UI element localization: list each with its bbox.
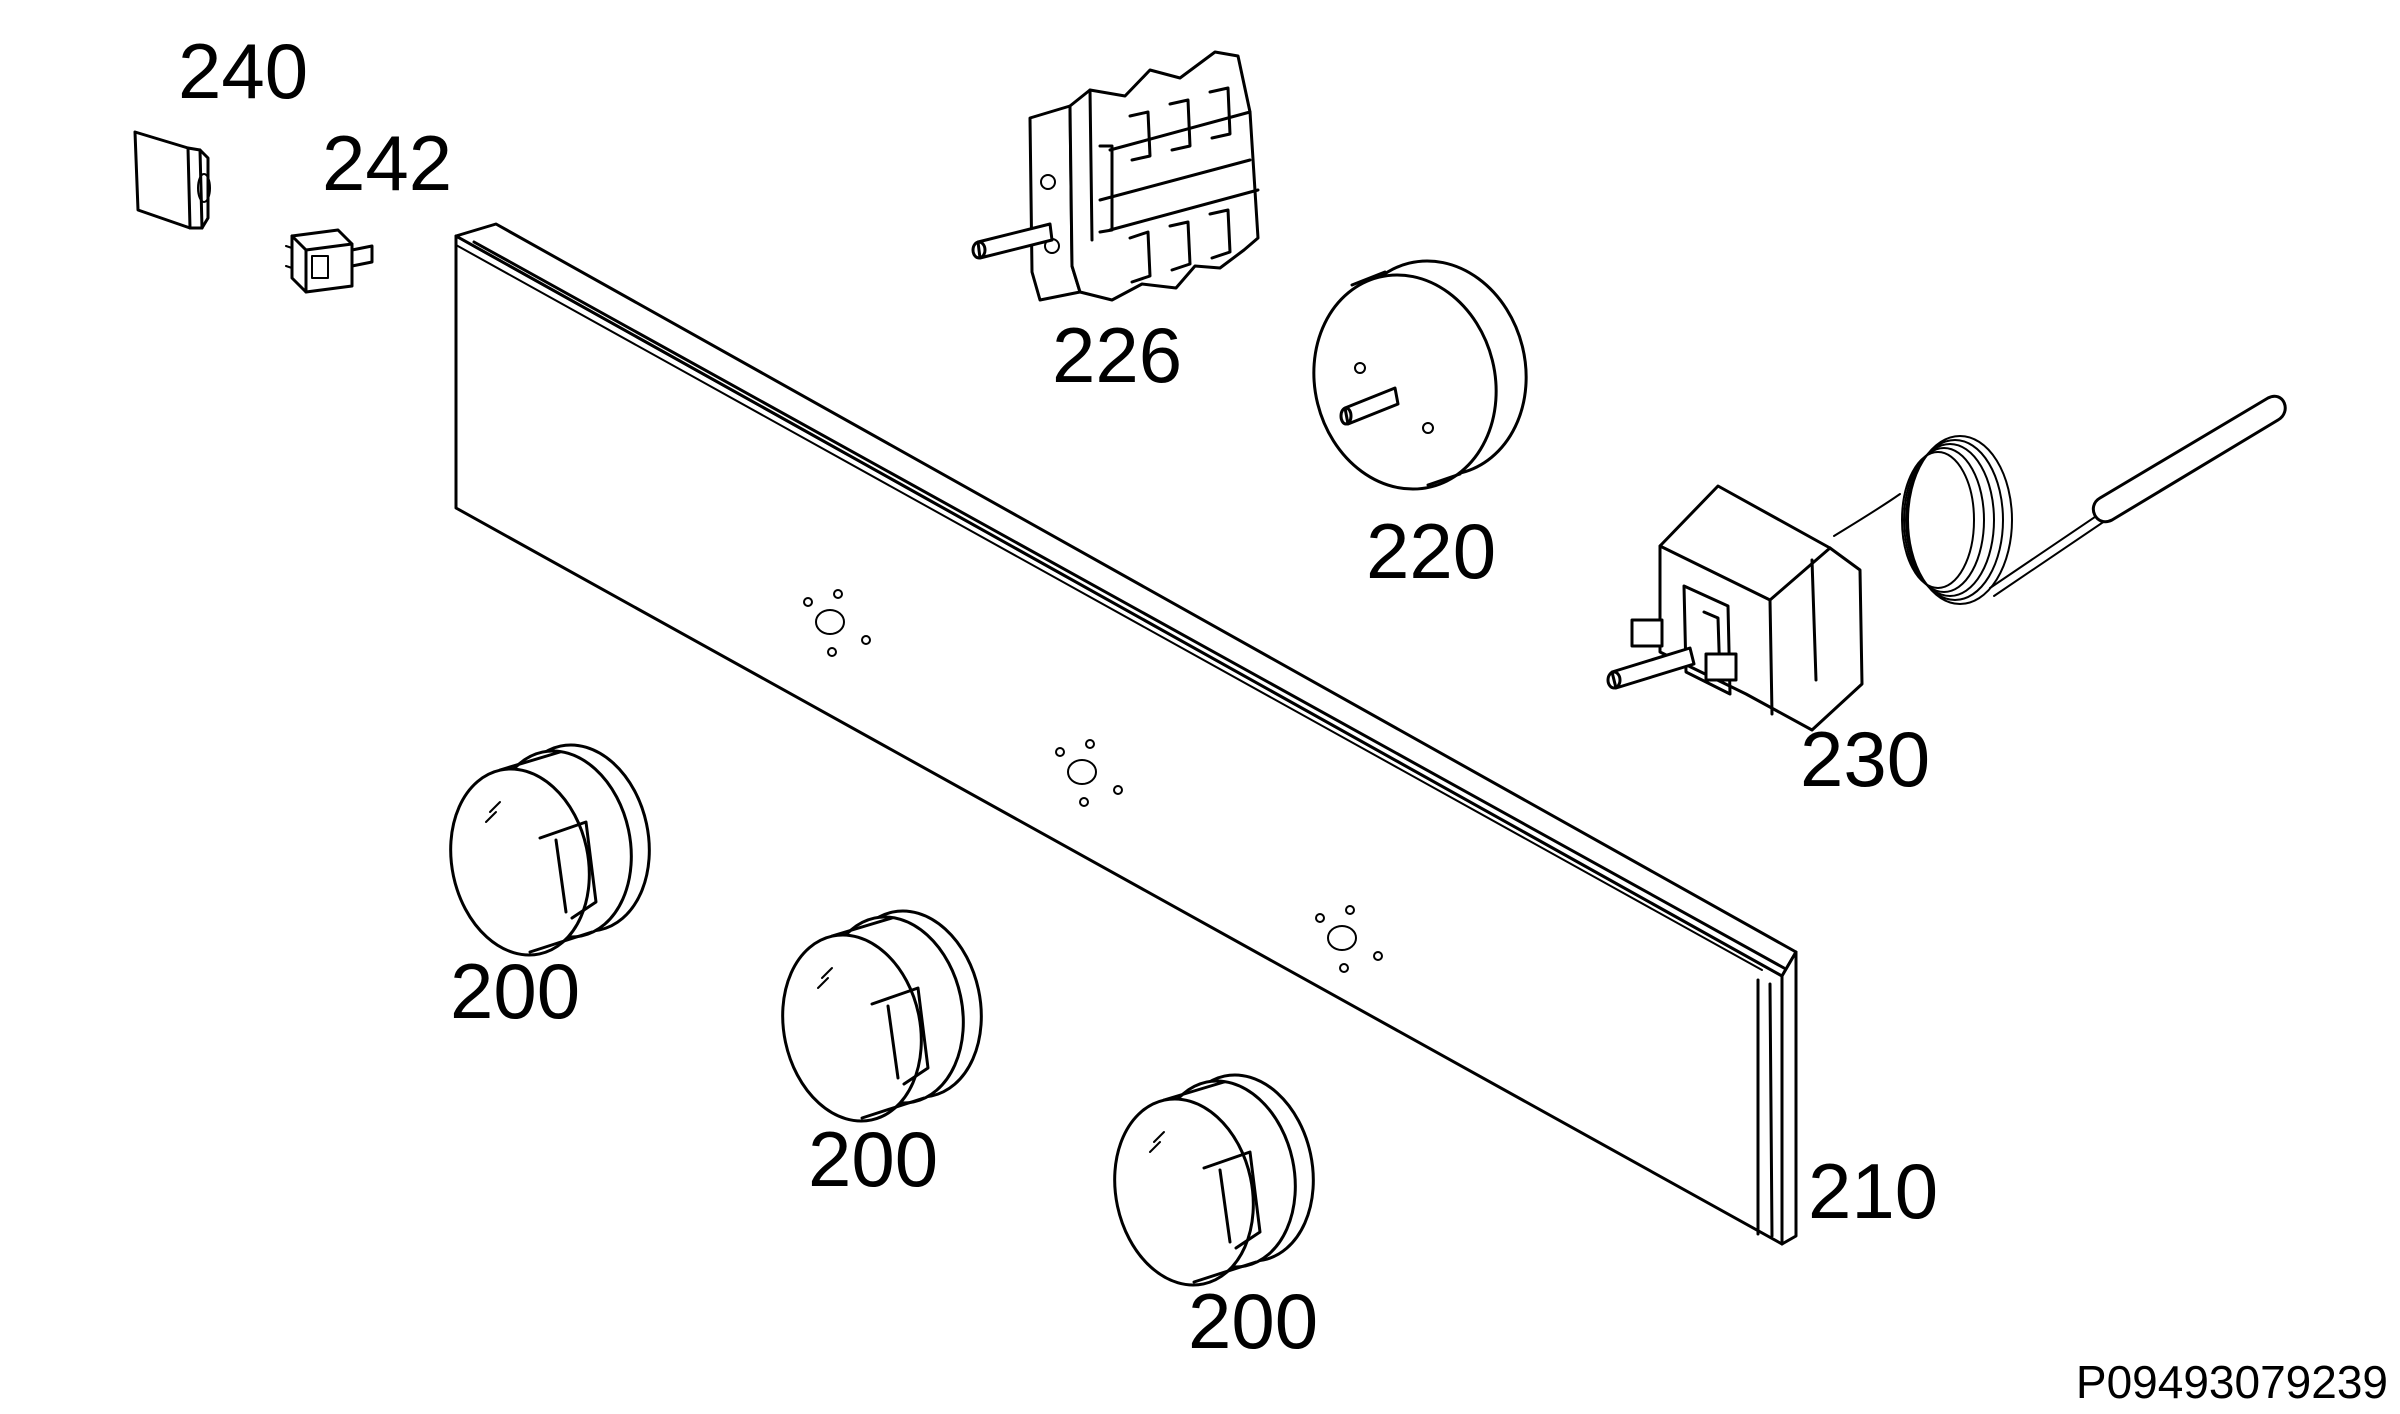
label-230: 230 bbox=[1800, 715, 1930, 803]
panel-mount-holes-2 bbox=[1055, 739, 1123, 807]
label-220: 220 bbox=[1366, 507, 1496, 595]
part-226-selector-switch bbox=[971, 50, 1260, 302]
part-220-timer bbox=[1312, 259, 1528, 491]
label-210: 210 bbox=[1808, 1147, 1938, 1235]
label-200-a: 200 bbox=[450, 947, 580, 1035]
part-200-knob-2 bbox=[781, 909, 983, 1123]
label-200-b: 200 bbox=[808, 1115, 938, 1203]
part-200-knob-1 bbox=[449, 743, 651, 957]
part-210-control-panel bbox=[454, 222, 1798, 1246]
panel-mount-holes-3 bbox=[1315, 905, 1383, 973]
part-240-lens bbox=[133, 130, 211, 230]
part-200-knob-3 bbox=[1113, 1073, 1315, 1287]
part-242-lamp bbox=[285, 228, 374, 294]
drawing-code: P09493079239 bbox=[2076, 1356, 2388, 1408]
panel-mount-holes-1 bbox=[803, 589, 871, 657]
label-200-c: 200 bbox=[1188, 1277, 1318, 1365]
label-240: 240 bbox=[178, 27, 308, 115]
part-230-thermostat bbox=[1606, 394, 2287, 732]
label-226: 226 bbox=[1052, 311, 1182, 399]
label-242: 242 bbox=[322, 119, 452, 207]
